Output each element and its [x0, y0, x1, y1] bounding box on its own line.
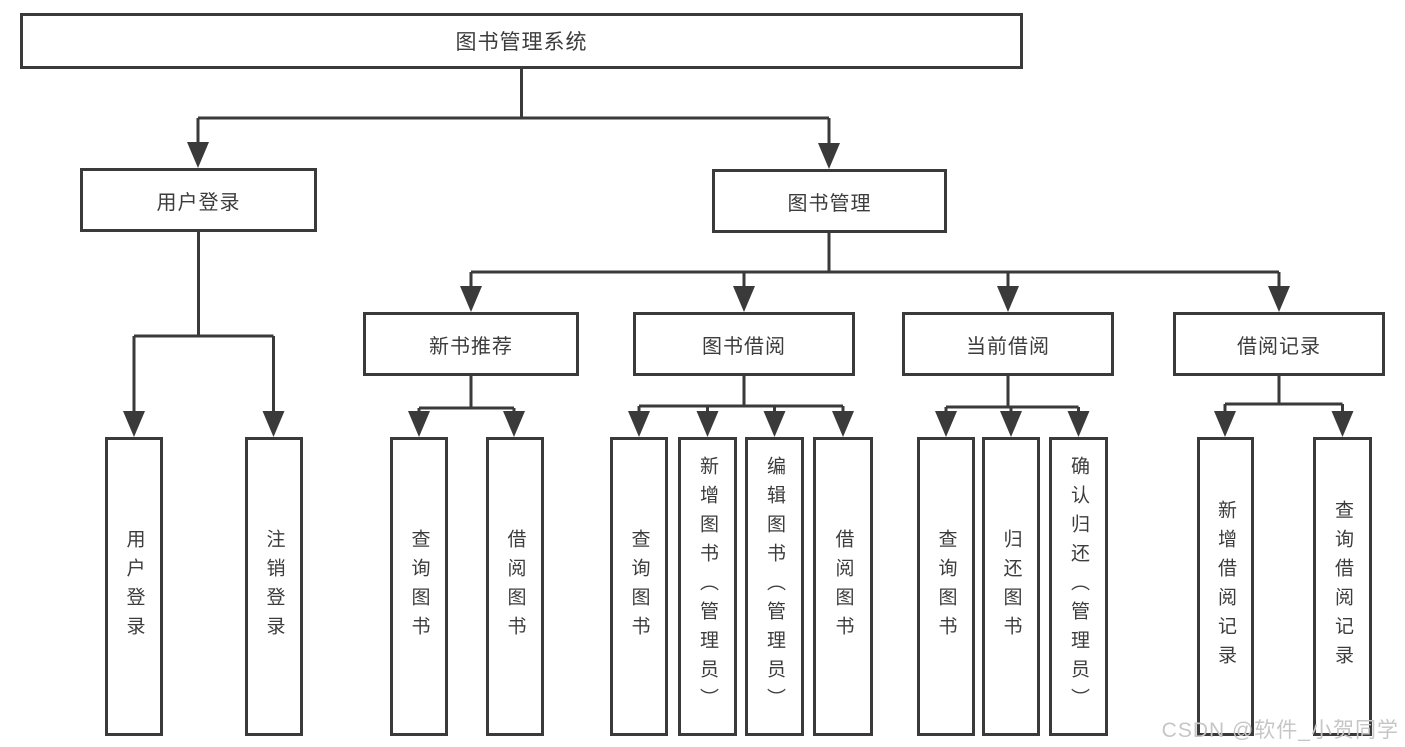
node-new-book-recommend: 新书推荐 [363, 312, 579, 376]
leaf-confirm-return-admin-label: 确认归还（管理员） [1068, 456, 1089, 717]
leaf-query-books-borrowing-label: 查询图书 [628, 528, 650, 645]
node-user-login: 用户登录 [80, 168, 317, 232]
leaf-query-borrow-record: 查询借阅记录 [1313, 437, 1372, 736]
leaf-user-login-label: 用户登录 [123, 528, 145, 645]
leaf-logout: 注销登录 [245, 437, 303, 736]
leaf-borrow-books-recommend-label: 借阅图书 [504, 528, 526, 645]
leaf-borrow-books-recommend: 借阅图书 [486, 437, 544, 736]
leaf-edit-books-admin: 编辑图书（管理员） [745, 437, 804, 736]
leaf-add-borrow-record: 新增借阅记录 [1197, 437, 1254, 736]
csdn-watermark: CSDN @软件_小贺同学 [1161, 719, 1399, 742]
leaf-logout-label: 注销登录 [263, 528, 285, 645]
node-library-management-system: 图书管理系统 [20, 13, 1023, 69]
leaf-query-books-current: 查询图书 [917, 437, 975, 736]
leaf-query-books-recommend: 查询图书 [390, 437, 448, 736]
leaf-query-books-recommend-label: 查询图书 [408, 528, 430, 645]
leaf-edit-books-admin-label: 编辑图书（管理员） [764, 456, 785, 717]
leaf-query-books-borrowing: 查询图书 [610, 437, 668, 736]
node-book-management: 图书管理 [712, 169, 947, 233]
leaf-return-books-label: 归还图书 [1000, 528, 1022, 645]
leaf-add-books-admin: 新增图书（管理员） [678, 437, 737, 736]
node-current-borrowing: 当前借阅 [902, 312, 1114, 376]
leaf-borrow-books-label: 借阅图书 [832, 528, 854, 645]
node-book-borrowing: 图书借阅 [633, 312, 855, 376]
node-borrowing-records: 借阅记录 [1173, 312, 1385, 376]
leaf-user-login: 用户登录 [105, 437, 163, 736]
leaf-return-books: 归还图书 [982, 437, 1040, 736]
leaf-confirm-return-admin: 确认归还（管理员） [1049, 437, 1108, 736]
leaf-query-borrow-record-label: 查询借阅记录 [1332, 499, 1353, 674]
leaf-add-books-admin-label: 新增图书（管理员） [697, 456, 718, 717]
leaf-add-borrow-record-label: 新增借阅记录 [1215, 499, 1236, 674]
leaf-borrow-books: 借阅图书 [813, 437, 873, 736]
leaf-query-books-current-label: 查询图书 [935, 528, 957, 645]
